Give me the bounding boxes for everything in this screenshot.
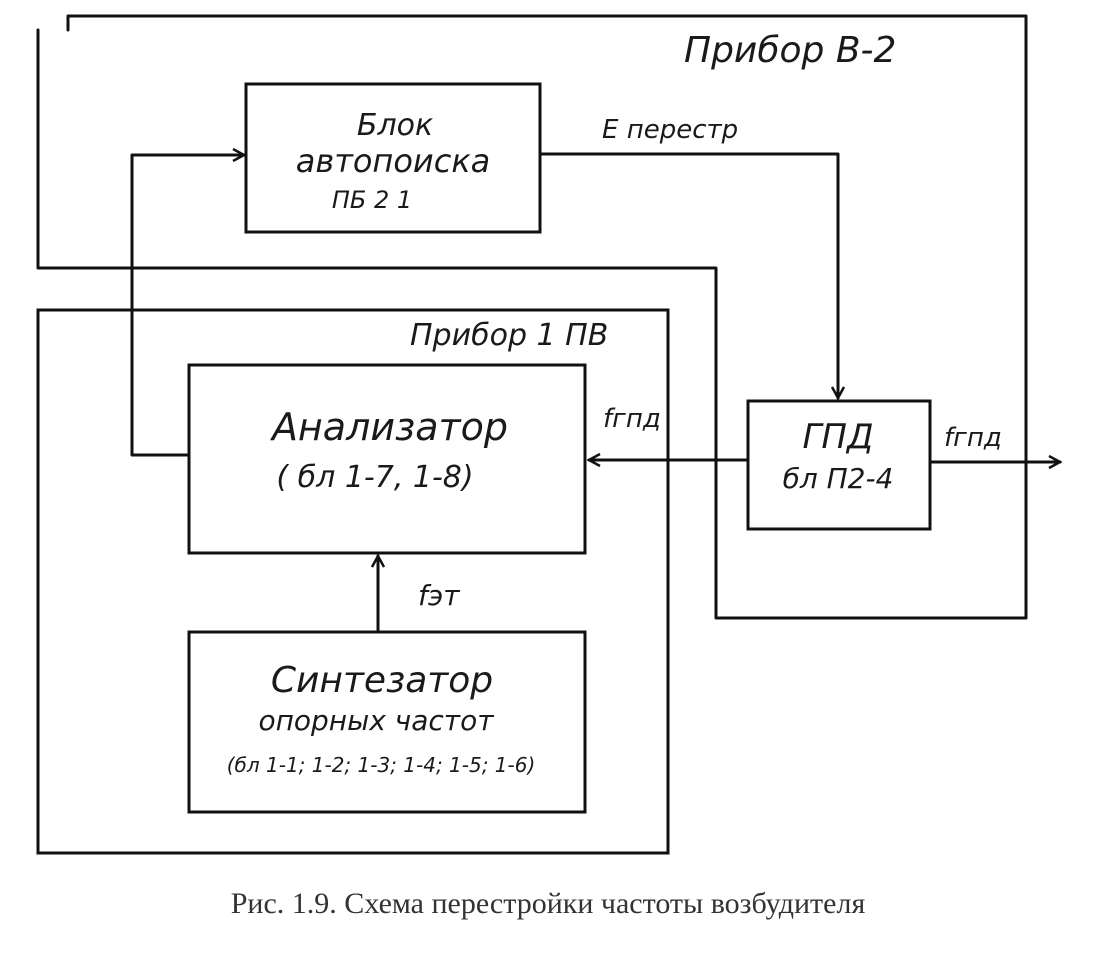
analyzer-block	[187, 363, 587, 555]
device-1pv-label: Прибор 1 ПВ	[410, 318, 608, 353]
gpd-line1: ГПД	[802, 417, 873, 457]
autosearch-line2: автопоиска	[296, 142, 491, 180]
device-b2-frame	[36, 14, 1028, 620]
f-gpd-out-label: fгпд	[944, 423, 1002, 453]
f-gpd-in-label: fгпд	[603, 404, 661, 434]
retune-line	[538, 152, 838, 398]
analyzer-line2: ( бл 1-7, 1-8)	[276, 460, 473, 495]
synth-line3: (бл 1-1; 1-2; 1-3; 1-4; 1-5; 1-6)	[227, 753, 536, 777]
synth-line2: опорных частот	[258, 704, 494, 737]
device-1pv-frame	[36, 308, 670, 855]
device-b2-label: Прибор В-2	[684, 30, 896, 71]
gpd-block	[746, 399, 932, 531]
autosearch-line1: Блок	[357, 108, 433, 143]
retune-signal-label: Е перестр	[602, 115, 738, 145]
gpd-line2: бл П2-4	[783, 462, 894, 495]
f-et-label: fэт	[418, 579, 460, 612]
synth-line1: Синтезатор	[271, 660, 493, 701]
analyzer-line1: Анализатор	[269, 405, 508, 449]
figure-caption: Рис. 1.9. Схема перестройки частоты возб…	[231, 887, 866, 920]
analyzer-to-autosearch-line	[130, 155, 244, 457]
synthesizer-block	[187, 630, 587, 814]
autosearch-line3: ПБ 2 1	[332, 186, 412, 214]
autosearch-block	[244, 82, 542, 234]
